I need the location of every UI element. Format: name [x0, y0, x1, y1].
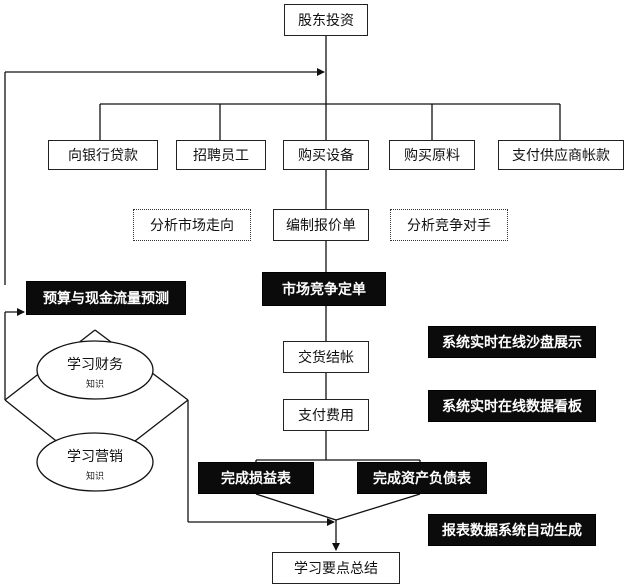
oval-marketing-sub: 知识 — [85, 472, 104, 482]
node-pay-supplier: 支付供应商帐款 — [498, 140, 624, 170]
node-income-statement: 完成损益表 — [198, 462, 314, 494]
node-pay-expenses: 支付费用 — [283, 399, 369, 431]
node-hire-staff: 招聘员工 — [176, 140, 266, 170]
node-buy-equipment: 购买设备 — [283, 140, 369, 170]
oval-finance-sub: 知识 — [85, 380, 104, 390]
note-dashboard: 系统实时在线数据看板 — [428, 390, 596, 422]
node-buy-materials: 购买原料 — [389, 140, 475, 170]
oval-finance-label: 学习财务 — [67, 357, 123, 373]
note-auto-report: 报表数据系统自动生成 — [428, 514, 596, 546]
note-sandbox: 系统实时在线沙盘展示 — [428, 326, 596, 358]
node-balance-sheet: 完成资产负债表 — [357, 462, 487, 494]
oval-finance: 学习财务 知识 — [45, 354, 145, 390]
oval-marketing-label: 学习营销 — [67, 449, 123, 465]
node-summary: 学习要点总结 — [272, 552, 400, 584]
node-bank-loan: 向银行贷款 — [48, 140, 158, 170]
node-top: 股东投资 — [284, 4, 368, 36]
oval-marketing: 学习营销 知识 — [45, 446, 145, 482]
node-delivery: 交货结帐 — [283, 341, 369, 373]
node-market-order: 市场竞争定单 — [262, 272, 386, 306]
node-analyze-market: 分析市场走向 — [133, 209, 251, 241]
node-compile-quote: 编制报价单 — [273, 209, 369, 241]
node-analyze-competitors: 分析竞争对手 — [390, 209, 508, 241]
node-budget-forecast: 预算与现金流量预测 — [26, 281, 186, 315]
